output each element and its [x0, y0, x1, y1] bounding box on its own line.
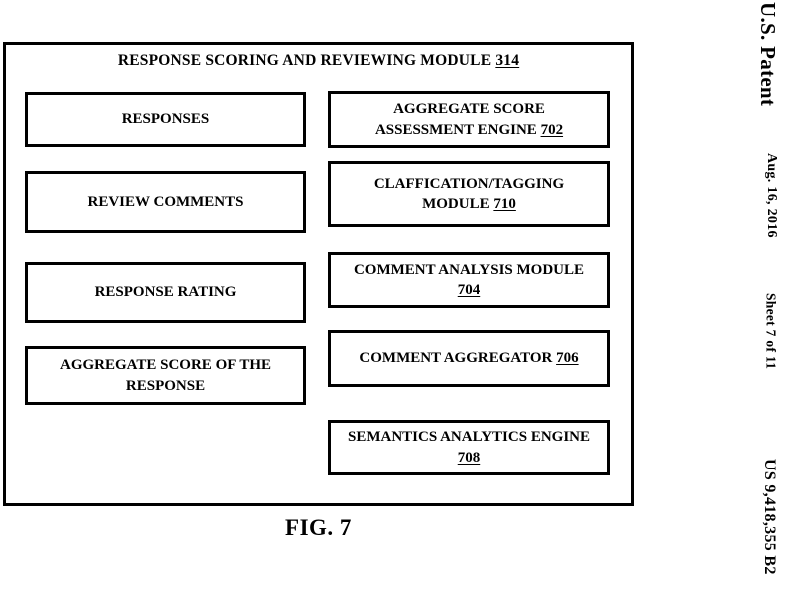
box-semantics-analytics-engine-label: SEMANTICS ANALYTICS ENGINE 708	[347, 429, 590, 466]
patent-date-label: Aug. 16, 2016	[764, 153, 779, 238]
box-semantics-analytics-engine: SEMANTICS ANALYTICS ENGINE 708	[328, 420, 610, 475]
patent-office-label: U.S. Patent	[756, 2, 780, 107]
box-comment-aggregator: COMMENT AGGREGATOR 706	[328, 330, 610, 387]
box-claffication-tagging-module-label: CLAFFICATION/TAGGING MODULE 710	[373, 175, 565, 212]
ref-708: 708	[457, 449, 481, 466]
box-review-comments-label: REVIEW COMMENTS	[87, 193, 244, 210]
module-title: RESPONSE SCORING AND REVIEWING MODULE 31…	[6, 52, 631, 70]
box-review-comments: REVIEW COMMENTS	[25, 171, 306, 233]
box-claffication-tagging-module: CLAFFICATION/TAGGING MODULE 710	[328, 161, 610, 227]
box-comment-analysis-module-label: COMMENT ANALYSIS MODULE 704	[353, 261, 585, 298]
box-comment-analysis-module: COMMENT ANALYSIS MODULE 704	[328, 252, 610, 308]
box-response-rating: RESPONSE RATING	[25, 262, 306, 323]
box-aggregate-score-of-response: AGGREGATE SCORE OF THE RESPONSE	[25, 346, 306, 405]
ref-702: 702	[540, 121, 564, 138]
ref-710: 710	[493, 196, 516, 212]
box-aggregate-score-assessment-engine-label: AGGREGATE SCORE ASSESSMENT ENGINE 702	[374, 101, 564, 138]
patent-number-label: US 9,418,355 B2	[761, 459, 778, 575]
box-comment-aggregator-label: COMMENT AGGREGATOR 706	[359, 350, 579, 367]
ref-704: 704	[457, 282, 481, 298]
box-responses: RESPONSES	[25, 92, 306, 147]
figure-caption: FIG. 7	[285, 515, 352, 540]
box-responses-label: RESPONSES	[121, 111, 210, 128]
box-aggregate-score-assessment-engine: AGGREGATE SCORE ASSESSMENT ENGINE 702	[328, 91, 610, 148]
sheet-number-label: Sheet 7 of 11	[763, 293, 779, 370]
box-aggregate-score-of-response-label: AGGREGATE SCORE OF THE RESPONSE	[59, 357, 271, 394]
module-title-ref: 314	[495, 52, 520, 69]
ref-706: 706	[556, 350, 579, 367]
module-title-text: RESPONSE SCORING AND REVIEWING MODULE	[117, 52, 492, 69]
box-response-rating-label: RESPONSE RATING	[94, 284, 237, 301]
box-response-scoring-reviewing-module: RESPONSE SCORING AND REVIEWING MODULE 31…	[3, 42, 634, 506]
